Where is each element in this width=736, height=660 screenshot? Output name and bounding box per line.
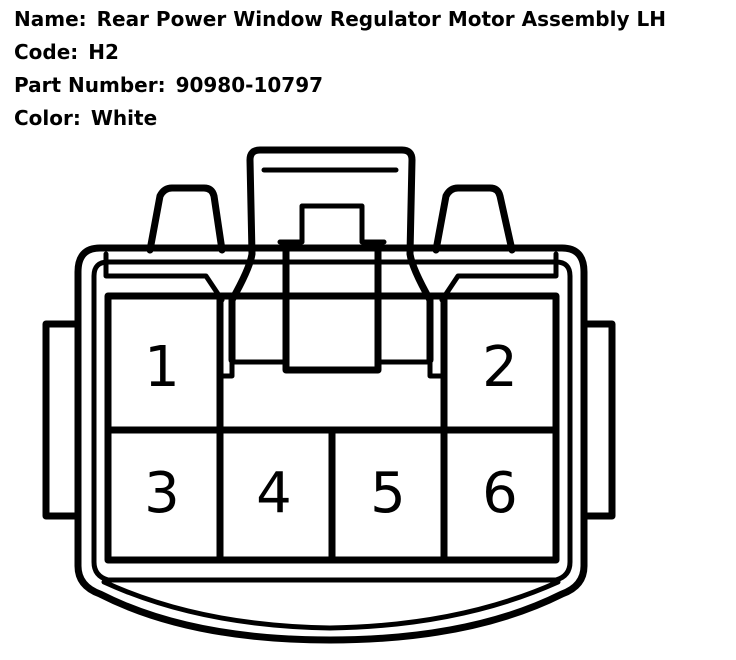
name-row: Name: Rear Power Window Regulator Motor A… xyxy=(14,3,734,36)
pin-3-label: 3 xyxy=(144,461,180,526)
pin-2-label: 2 xyxy=(482,335,518,400)
pin-6-label: 6 xyxy=(482,461,518,526)
name-label: Name: xyxy=(14,7,87,31)
housing-bottom-arc xyxy=(101,579,561,631)
part-number-value: 90980-10797 xyxy=(175,73,324,97)
color-value: White xyxy=(90,106,158,130)
cavity-top-dividers xyxy=(216,292,448,434)
latch-right-base xyxy=(439,251,559,303)
color-row: Color: White xyxy=(14,102,734,135)
color-label: Color: xyxy=(14,106,81,130)
housing-outer xyxy=(74,244,588,644)
center-key-stem xyxy=(282,242,382,374)
pin-5-label: 5 xyxy=(370,461,406,526)
part-number-row: Part Number: 90980-10797 xyxy=(14,69,734,102)
housing-inner xyxy=(91,259,573,583)
part-number-label: Part Number: xyxy=(14,73,166,97)
code-row: Code: H2 xyxy=(14,36,734,69)
cavity-top-center-edge xyxy=(217,359,447,379)
latch-right xyxy=(432,184,516,254)
side-tab-right xyxy=(580,320,616,520)
name-value: Rear Power Window Regulator Motor Assemb… xyxy=(96,7,666,31)
code-value: H2 xyxy=(88,40,119,64)
pin-1-label: 1 xyxy=(144,335,180,400)
part-info-panel: Name: Rear Power Window Regulator Motor A… xyxy=(14,3,734,135)
pin-4-label: 4 xyxy=(256,461,292,526)
code-label: Code: xyxy=(14,40,79,64)
side-tab-left xyxy=(42,320,82,520)
center-key-notch xyxy=(277,203,387,245)
latch-left-base xyxy=(103,251,225,303)
latch-left xyxy=(146,184,226,254)
cavity-bottom-dividers xyxy=(216,426,448,564)
pin-labels: 1 2 3 4 5 6 xyxy=(144,335,518,526)
center-key-outer xyxy=(228,146,434,364)
